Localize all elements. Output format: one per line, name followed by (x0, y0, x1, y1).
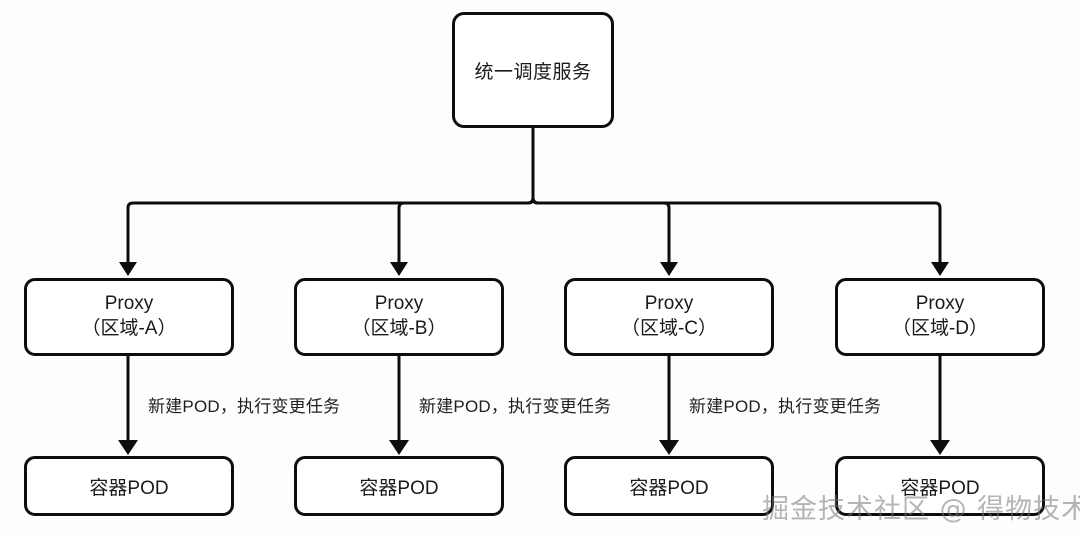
node-container-pod-b[interactable]: 容器POD (294, 456, 504, 516)
node-title: Proxy (374, 293, 424, 314)
node-subtitle: （区域-A） (81, 318, 177, 339)
node-label: 容器POD (629, 477, 709, 499)
node-unified-scheduling-service[interactable]: 统一调度服务 (452, 12, 614, 128)
arrowhead-to-proxy-c (660, 262, 678, 276)
arrowhead-to-pod-d (930, 440, 950, 455)
connector-bus-branch-d (531, 197, 942, 263)
arrowhead-to-pod-b (389, 440, 409, 455)
edge-label-proxy-b-to-pod-b: 新建POD，执行变更任务 (419, 397, 612, 416)
node-proxy-region-a[interactable]: Proxy （区域-A） (24, 278, 234, 356)
connector-bus-branch-b (397, 197, 535, 263)
arrowhead-to-proxy-b (390, 262, 408, 276)
arrowhead-to-pod-c (659, 440, 679, 455)
edge-label-proxy-a-to-pod-a: 新建POD，执行变更任务 (148, 397, 341, 416)
connector-bus-branch-a (126, 197, 535, 263)
watermark: 掘金技术社区 @ 得物技术 (762, 494, 1080, 525)
node-title: Proxy (104, 293, 154, 314)
node-title: Proxy (915, 293, 965, 314)
node-subtitle: （区域-D） (891, 318, 989, 339)
node-label: 统一调度服务 (474, 61, 592, 83)
connector-bus-branch-c (531, 197, 671, 263)
node-label: 容器POD (89, 477, 169, 499)
node-label: 容器POD (900, 477, 980, 499)
arrowhead-to-proxy-d (931, 262, 949, 276)
arrowhead-to-pod-a (118, 440, 138, 455)
node-container-pod-d[interactable]: 容器POD (835, 456, 1045, 516)
node-proxy-region-d[interactable]: Proxy （区域-D） (835, 278, 1045, 356)
node-container-pod-a[interactable]: 容器POD (24, 456, 234, 516)
node-container-pod-c[interactable]: 容器POD (564, 456, 774, 516)
arrowhead-to-proxy-a (119, 262, 137, 276)
node-label: 容器POD (359, 477, 439, 499)
node-subtitle: （区域-C） (620, 318, 718, 339)
edge-label-proxy-c-to-pod-c: 新建POD，执行变更任务 (689, 397, 882, 416)
node-title: Proxy (644, 293, 694, 314)
node-subtitle: （区域-B） (351, 318, 447, 339)
node-proxy-region-c[interactable]: Proxy （区域-C） (564, 278, 774, 356)
node-proxy-region-b[interactable]: Proxy （区域-B） (294, 278, 504, 356)
